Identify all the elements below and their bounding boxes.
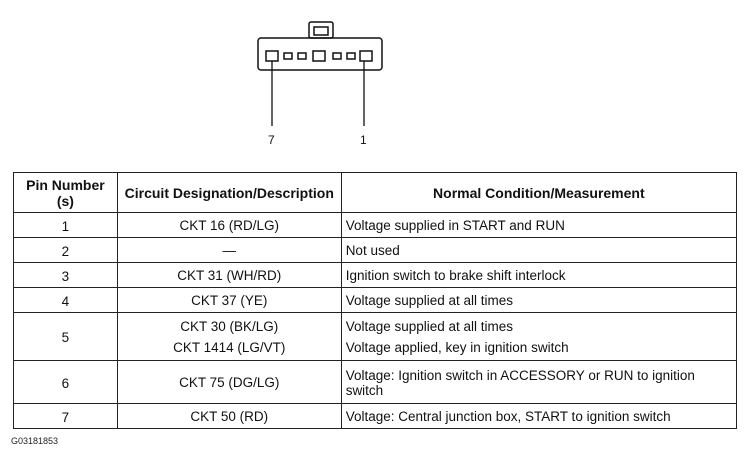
table-row: 5 CKT 30 (BK/LG) CKT 1414 (LG/VT) Voltag… <box>13 312 738 361</box>
pin-cell: 1 <box>13 212 118 238</box>
circuit-text: CKT 31 (WH/RD) <box>177 268 282 283</box>
pin-cavity <box>312 50 326 62</box>
header-condition: Normal Condition/Measurement <box>340 172 738 213</box>
circuit-cell: CKT 30 (BK/LG) CKT 1414 (LG/VT) <box>116 312 342 361</box>
circuit-text: CKT 1414 (LG/VT) <box>173 340 286 355</box>
condition-text: Ignition switch to brake shift interlock <box>345 268 566 283</box>
condition-text: Voltage supplied in START and RUN <box>345 218 565 233</box>
connector-diagram <box>257 21 383 126</box>
condition-cell: Voltage supplied at all times Voltage ap… <box>340 312 738 361</box>
figure-id: G03181853 <box>11 436 59 446</box>
pin-cell: 5 <box>13 312 118 361</box>
condition-cell: Voltage: Ignition switch in ACCESSORY or… <box>340 360 738 404</box>
condition-text: Voltage supplied at all times <box>345 319 514 334</box>
circuit-cell: CKT 50 (RD) <box>116 403 342 429</box>
table-row: 6 CKT 75 (DG/LG) Voltage: Ignition switc… <box>13 360 738 404</box>
circuit-text: CKT 30 (BK/LG) <box>180 319 279 334</box>
condition-text: Not used <box>345 243 400 258</box>
table-row: 3 CKT 31 (WH/RD) Ignition switch to brak… <box>13 262 738 288</box>
condition-text: Voltage supplied at all times <box>345 293 514 308</box>
circuit-cell: — <box>116 237 342 263</box>
header-circuit: Circuit Designation/Description <box>116 172 342 213</box>
condition-text: Voltage applied, key in ignition switch <box>345 340 569 355</box>
pin-table: Pin Number (s) Circuit Designation/Descr… <box>13 172 738 429</box>
connector-body <box>257 37 383 71</box>
table-row: 7 CKT 50 (RD) Voltage: Central junction … <box>13 403 738 429</box>
pin-cell: 3 <box>13 262 118 288</box>
circuit-cell: CKT 31 (WH/RD) <box>116 262 342 288</box>
pin-cavity <box>332 52 342 60</box>
condition-cell: Voltage: Central junction box, START to … <box>340 403 738 429</box>
condition-cell: Ignition switch to brake shift interlock <box>340 262 738 288</box>
pin-7-cavity <box>265 50 279 62</box>
pin-cavity <box>346 52 356 60</box>
pin-cell: 2 <box>13 237 118 263</box>
table-row: 2 — Not used <box>13 237 738 263</box>
circuit-text: CKT 50 (RD) <box>190 409 269 424</box>
circuit-cell: CKT 37 (YE) <box>116 287 342 313</box>
condition-cell: Voltage supplied at all times <box>340 287 738 313</box>
circuit-cell: CKT 16 (RD/LG) <box>116 212 342 238</box>
pin-cell: 6 <box>13 360 118 404</box>
table-row: 1 CKT 16 (RD/LG) Voltage supplied in STA… <box>13 212 738 238</box>
circuit-text: — <box>222 243 237 258</box>
circuit-cell: CKT 75 (DG/LG) <box>116 360 342 404</box>
condition-cell: Not used <box>340 237 738 263</box>
condition-text: Voltage: Central junction box, START to … <box>345 409 671 424</box>
table-header-row: Pin Number (s) Circuit Designation/Descr… <box>13 172 738 213</box>
pin-cavity <box>297 52 307 60</box>
pin-1-label: 1 <box>360 133 367 147</box>
circuit-text: CKT 16 (RD/LG) <box>179 218 280 233</box>
pin-cavity <box>283 52 293 60</box>
pin-cell: 7 <box>13 403 118 429</box>
pin-cell: 4 <box>13 287 118 313</box>
circuit-text: CKT 75 (DG/LG) <box>179 375 280 390</box>
header-pin-number: Pin Number (s) <box>13 172 118 213</box>
table-row: 4 CKT 37 (YE) Voltage supplied at all ti… <box>13 287 738 313</box>
pin-7-label: 7 <box>268 133 275 147</box>
condition-cell: Voltage supplied in START and RUN <box>340 212 738 238</box>
circuit-text: CKT 37 (YE) <box>191 293 268 308</box>
condition-text: Voltage: Ignition switch in ACCESSORY or… <box>345 367 695 398</box>
pin-1-cavity <box>359 50 373 62</box>
